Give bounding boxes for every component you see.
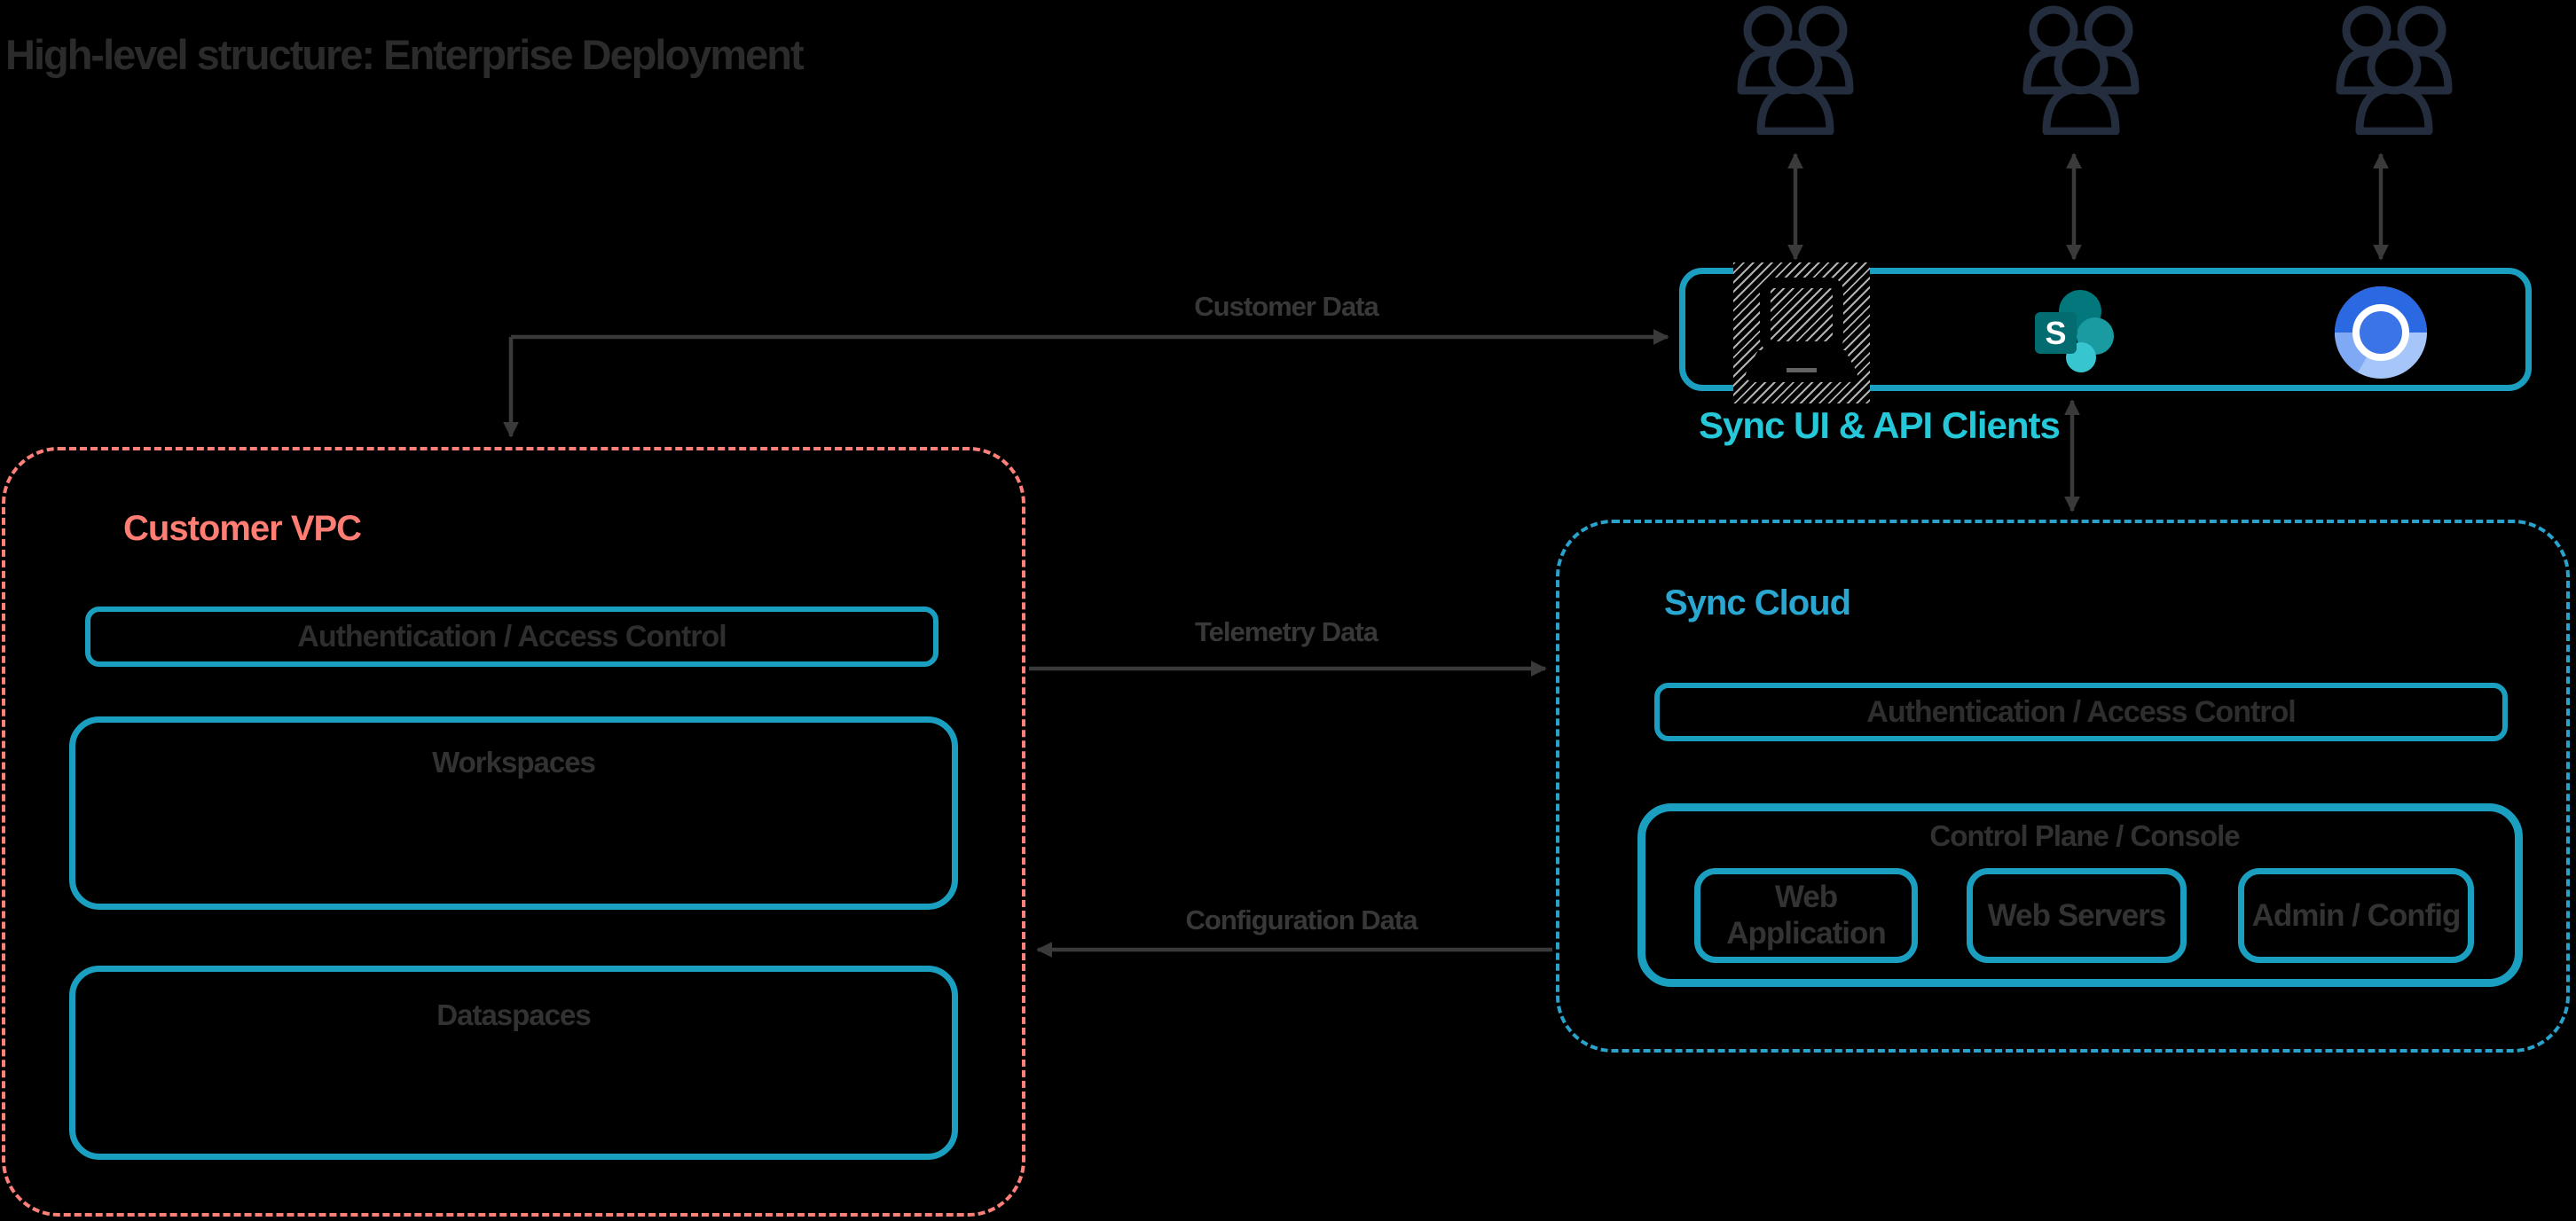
web-application-box: Web Application [1694,868,1918,963]
customer-vpc-label: Customer VPC [123,509,362,548]
workspaces-box: Workspaces [69,716,958,910]
laptop-icon [1746,278,1857,382]
laptop-hatch [1733,262,1870,403]
workspaces-label: Workspaces [432,746,596,779]
sync-cloud-label: Sync Cloud [1664,583,1851,622]
chromium-icon [2335,286,2427,379]
page-title: High-level structure: Enterprise Deploym… [5,31,805,78]
sharepoint-letter: S [2045,315,2066,351]
admin-config-label: Admin / Config [2251,897,2462,933]
control-plane-label: Control Plane / Console [1929,819,2240,852]
sharepoint-icon: S [2035,290,2114,372]
sync-cloud-box [1556,520,2570,1053]
web-servers-label: Web Servers [1987,897,2166,933]
users-icon [2022,5,2140,135]
cloud-auth-box: Authentication / Access Control [1654,683,2508,741]
customer-vpc-box [2,447,1025,1217]
customer-data-label: Customer Data [1194,291,1378,322]
clients-bar [1679,268,2532,391]
vpc-auth-label: Authentication / Access Control [297,619,726,654]
users-icon [1737,5,1854,135]
web-servers-box: Web Servers [1967,868,2187,963]
dataspaces-box: Dataspaces [69,966,958,1160]
admin-config-box: Admin / Config [2238,868,2474,963]
dataspaces-label: Dataspaces [436,998,591,1031]
web-application-label: Web Application [1726,880,1887,951]
telemetry-data-label: Telemetry Data [1195,616,1378,647]
clients-bar-label: Sync UI & API Clients [1699,404,2061,446]
cloud-auth-label: Authentication / Access Control [1866,694,2296,729]
vpc-auth-box: Authentication / Access Control [85,607,939,667]
control-plane-box [1637,803,2523,987]
users-icon [2336,5,2453,135]
configuration-data-label: Configuration Data [1185,904,1418,935]
